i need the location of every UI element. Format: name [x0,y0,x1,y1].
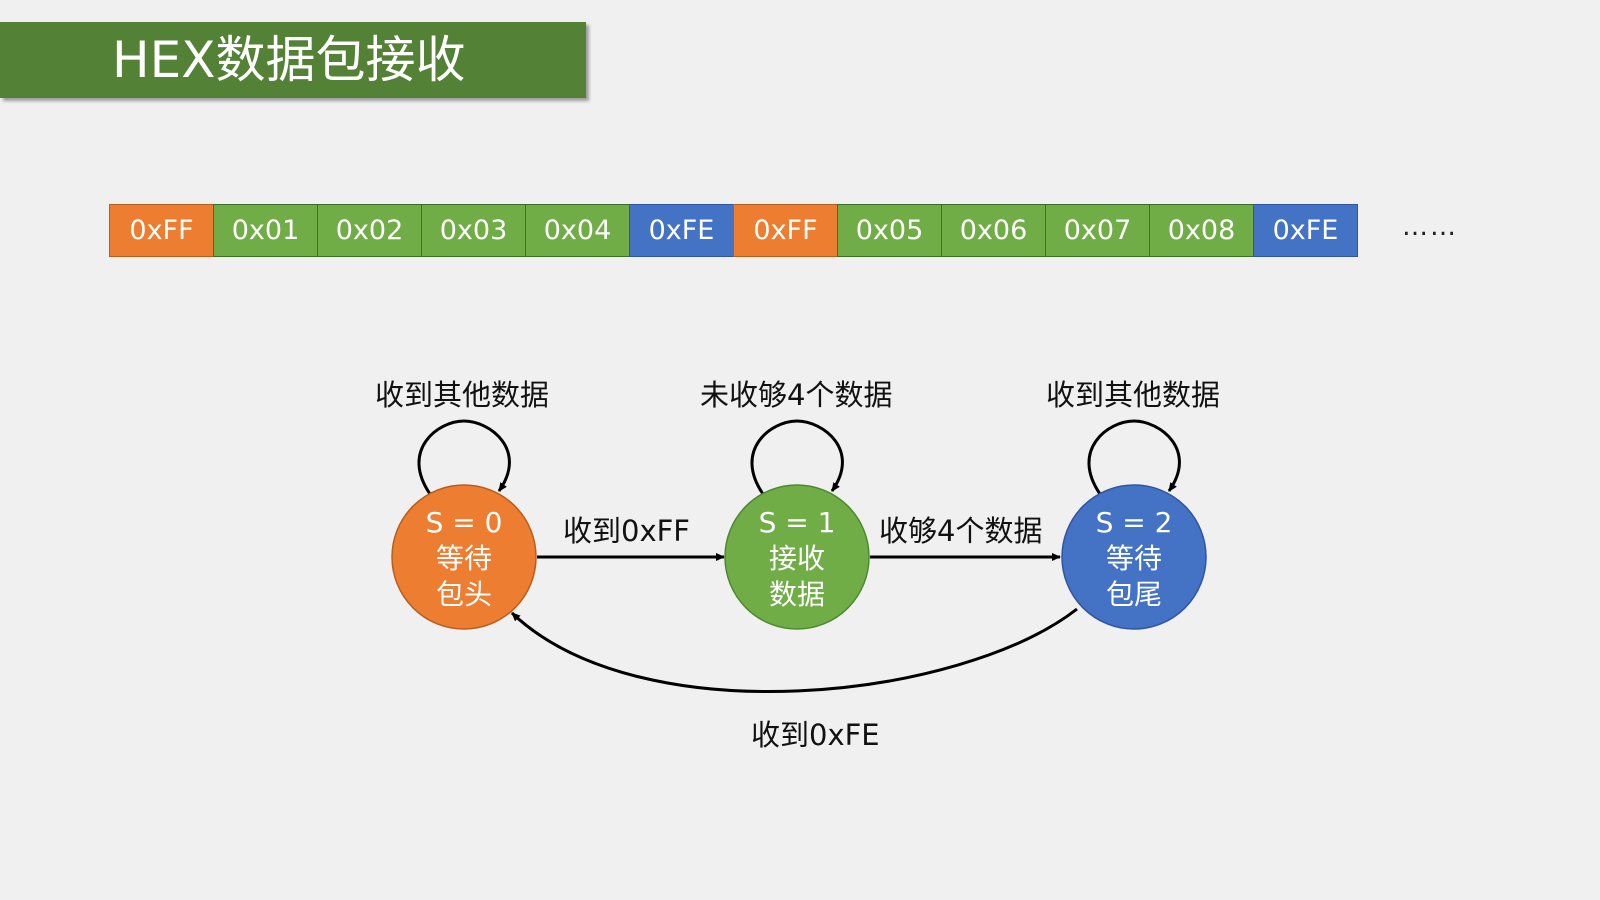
self-loop-s2-label: 收到其他数据 [1046,378,1221,412]
packet-byte-head: 0xFF [109,204,214,257]
self-loop-s1 [750,419,844,495]
state-s2-line2: 等待 [1105,542,1162,575]
state-s1-line2: 接收 [768,542,825,575]
state-s0-line2: 等待 [435,542,492,575]
state-s2-circle [1061,484,1207,630]
self-loop-s1-label: 未收够4个数据 [700,378,893,412]
packet-byte-data: 0x05 [837,204,942,257]
state-s2-label: S = 2 等待 包尾 [1062,505,1206,613]
state-s1-line3: 数据 [768,578,825,611]
self-loop-s0 [417,419,511,495]
packet-byte-data: 0x01 [213,204,318,257]
title-banner: HEX数据包接收 [0,22,586,98]
state-s1-label: S = 1 接收 数据 [725,505,869,613]
continuation-ellipsis: …… [1402,212,1458,242]
state-s1-line1: S = 1 [758,506,836,539]
transition-s1-s2-label: 收够4个数据 [879,514,1043,548]
state-s0-label: S = 0 等待 包头 [392,505,536,613]
packet-byte-data: 0x07 [1045,204,1150,257]
transition-s0-s1-label: 收到0xFF [563,514,690,548]
state-s0-circle [391,484,537,630]
state-s1-circle [724,484,870,630]
page-title: HEX数据包接收 [112,31,466,89]
arrow-s2-to-s0 [510,607,1078,694]
state-s2-line1: S = 2 [1095,506,1173,539]
packet-byte-data: 0x03 [421,204,526,257]
packet-byte-data: 0x08 [1149,204,1254,257]
state-s0-line3: 包头 [435,578,492,611]
transition-s2-s0-label: 收到0xFE [751,718,880,752]
self-loop-s0-label: 收到其他数据 [375,378,550,412]
packet-byte-data: 0x02 [317,204,422,257]
state-s0-line1: S = 0 [425,506,503,539]
packet-byte-tail: 0xFE [1253,204,1358,257]
packet-byte-tail: 0xFE [629,204,734,257]
packet-byte-head: 0xFF [733,204,838,257]
self-loop-s2 [1087,419,1181,495]
state-s2-line3: 包尾 [1105,578,1162,611]
